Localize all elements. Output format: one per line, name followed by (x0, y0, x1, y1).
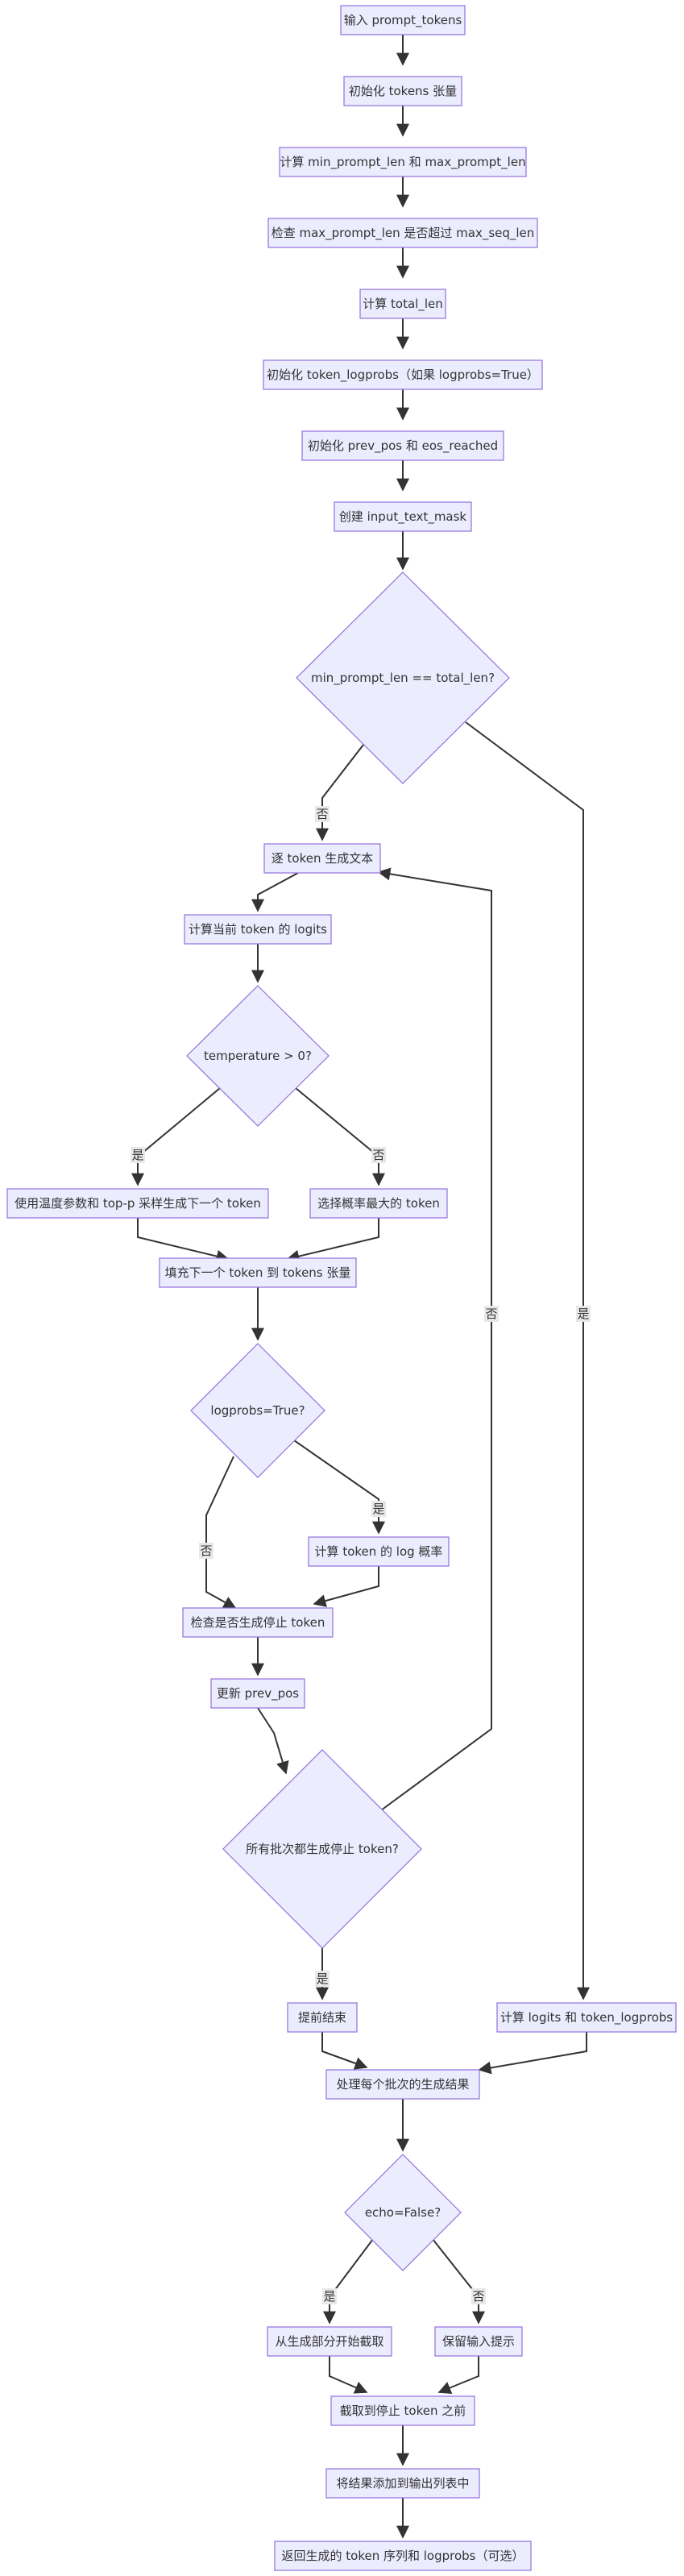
svg-text:初始化 tokens 张量: 初始化 tokens 张量 (349, 84, 457, 98)
edge-update-prev-pos-to-decision-all-stop (257, 1707, 289, 1775)
edge-label-min-no: 否 (315, 806, 330, 822)
svg-text:处理每个批次的生成结果: 处理每个批次的生成结果 (336, 2077, 469, 2092)
edge-label-echo-no: 否 (471, 2288, 486, 2304)
svg-text:初始化 token_logprobs（如果 logprobs: 初始化 token_logprobs（如果 logprobs=True） (267, 368, 539, 383)
edge-decision-logprobs-yes (293, 1440, 385, 1535)
svg-text:所有批次都生成停止 token?: 所有批次都生成停止 token? (246, 1842, 399, 1856)
svg-text:是: 是 (372, 1502, 384, 1516)
edge-slice-from-gen-to-slice-before-stop (329, 2356, 368, 2394)
edge-decision-echo-yes (323, 2238, 374, 2325)
svg-text:逐 token 生成文本: 逐 token 生成文本 (272, 851, 373, 866)
node-gen-token-by-token: 逐 token 生成文本 (263, 843, 381, 874)
svg-text:temperature > 0?: temperature > 0? (204, 1049, 312, 1063)
svg-text:截取到停止 token 之前: 截取到停止 token 之前 (340, 2404, 466, 2418)
svg-text:否: 否 (472, 2289, 484, 2304)
svg-text:选择概率最大的 token: 选择概率最大的 token (317, 1196, 440, 1211)
node-decision-min-eq-total: min_prompt_len == total_len? (296, 571, 510, 784)
svg-text:是: 是 (323, 2289, 335, 2304)
edge-label-temp-no: 否 (371, 1147, 386, 1163)
node-create-mask: 创建 input_text_mask (334, 501, 472, 532)
svg-text:min_prompt_len == total_len?: min_prompt_len == total_len? (311, 671, 495, 686)
edge-label-logprobs-no: 否 (199, 1543, 213, 1559)
svg-text:echo=False?: echo=False? (365, 2205, 441, 2220)
svg-text:计算 total_len: 计算 total_len (363, 297, 442, 312)
svg-text:填充下一个 token 到 tokens 张量: 填充下一个 token 到 tokens 张量 (165, 1265, 351, 1280)
svg-text:计算 min_prompt_len 和 max_prompt: 计算 min_prompt_len 和 max_prompt_len (280, 155, 525, 170)
node-init-tokens: 初始化 tokens 张量 (343, 76, 462, 106)
node-fill-next-token: 填充下一个 token 到 tokens 张量 (159, 1257, 357, 1288)
node-update-prev-pos: 更新 prev_pos (210, 1678, 305, 1709)
node-calc-prompt-len: 计算 min_prompt_len 和 max_prompt_len (279, 147, 527, 177)
svg-text:创建 input_text_mask: 创建 input_text_mask (339, 509, 467, 525)
edge-decision-logprobs-no (205, 1456, 237, 1609)
svg-text:初始化 prev_pos 和 eos_reached: 初始化 prev_pos 和 eos_reached (308, 438, 498, 454)
svg-text:否: 否 (316, 807, 328, 821)
svg-text:返回生成的 token 序列和 logprobs（可选）: 返回生成的 token 序列和 logprobs（可选） (282, 2549, 524, 2563)
edge-decision-all-stop-no-loop (377, 867, 492, 1811)
edge-decision-temp-no (295, 1087, 385, 1186)
edge-decision-echo-no (432, 2238, 485, 2325)
node-decision-echo: echo=False? (344, 2154, 462, 2271)
node-calc-total-len: 计算 total_len (359, 289, 446, 319)
svg-text:否: 否 (200, 1544, 212, 1558)
node-decision-logprobs: logprobs=True? (190, 1343, 325, 1478)
svg-text:是: 是 (316, 1971, 328, 1986)
edge-label-min-yes: 是 (576, 1306, 591, 1322)
node-calc-logits: 计算当前 token 的 logits (184, 914, 332, 945)
node-sample-top-p: 使用温度参数和 top-p 采样生成下一个 token (6, 1188, 269, 1219)
svg-text:计算 token 的 log 概率: 计算 token 的 log 概率 (315, 1544, 443, 1559)
node-calc-logits-logprobs: 计算 logits 和 token_logprobs (496, 2002, 677, 2033)
node-early-end: 提前结束 (287, 2002, 358, 2033)
svg-text:将结果添加到输出列表中: 将结果添加到输出列表中 (336, 2476, 469, 2491)
node-slice-from-gen: 从生成部分开始截取 (267, 2326, 392, 2357)
svg-text:更新 prev_pos: 更新 prev_pos (217, 1686, 299, 1701)
svg-text:是: 是 (577, 1307, 589, 1321)
svg-text:是: 是 (131, 1148, 143, 1162)
svg-text:使用温度参数和 top-p 采样生成下一个 token: 使用温度参数和 top-p 采样生成下一个 token (15, 1196, 261, 1211)
svg-text:计算当前 token 的 logits: 计算当前 token 的 logits (189, 922, 327, 937)
svg-text:保留输入提示: 保留输入提示 (442, 2334, 515, 2349)
node-decision-all-stop: 所有批次都生成停止 token? (222, 1749, 422, 1949)
edge-label-logprobs-yes: 是 (371, 1501, 386, 1517)
node-process-results: 处理每个批次的生成结果 (325, 2069, 480, 2100)
node-return-results: 返回生成的 token 序列和 logprobs（可选） (274, 2541, 532, 2571)
node-init-logprobs: 初始化 token_logprobs（如果 logprobs=True） (263, 359, 543, 390)
edge-label-temp-yes: 是 (131, 1147, 145, 1163)
node-slice-before-stop: 截取到停止 token 之前 (330, 2395, 475, 2426)
svg-text:logprobs=True?: logprobs=True? (210, 1403, 305, 1418)
edge-choose-max-to-fill (286, 1218, 379, 1263)
svg-text:计算 logits 和 token_logprobs: 计算 logits 和 token_logprobs (500, 2010, 673, 2025)
node-check-max-len: 检查 max_prompt_len 是否超过 max_seq_len (267, 218, 538, 248)
svg-text:否: 否 (485, 1307, 497, 1321)
edge-sample-to-fill (137, 1218, 230, 1263)
node-keep-prompt: 保留输入提示 (434, 2326, 523, 2357)
svg-text:提前结束: 提前结束 (298, 2010, 346, 2025)
edge-gen-to-calc-logits (251, 872, 299, 912)
svg-text:从生成部分开始截取: 从生成部分开始截取 (275, 2334, 383, 2349)
edge-label-all-stop-no: 否 (484, 1306, 499, 1322)
node-decision-temperature: temperature > 0? (186, 985, 330, 1127)
edge-early-end-to-process (321, 2032, 368, 2070)
edge-decision-min-no (316, 744, 364, 841)
edge-decision-min-yes (465, 721, 590, 2001)
node-init-prev-pos: 初始化 prev_pos 和 eos_reached (301, 430, 504, 461)
svg-text:输入 prompt_tokens: 输入 prompt_tokens (344, 13, 462, 28)
edge-label-echo-yes: 是 (322, 2288, 337, 2304)
svg-text:检查 max_prompt_len 是否超过 max_seq: 检查 max_prompt_len 是否超过 max_seq_len (272, 226, 535, 241)
svg-text:否: 否 (372, 1148, 384, 1162)
svg-text:检查是否生成停止 token: 检查是否生成停止 token (191, 1615, 325, 1630)
node-append-output: 将结果添加到输出列表中 (325, 2468, 480, 2499)
node-calc-log-prob: 计算 token 的 log 概率 (308, 1536, 450, 1567)
edge-calc-log-prob-to-check-stop (313, 1566, 379, 1607)
edge-label-all-stop-yes: 是 (315, 1971, 330, 1987)
edge-keep-prompt-to-slice-before-stop (437, 2356, 479, 2394)
edge-calc-logits-logprobs-to-process (478, 2032, 587, 2075)
node-check-stop: 检查是否生成停止 token (182, 1607, 334, 1638)
edge-decision-temp-yes (131, 1087, 221, 1186)
node-input-prompt-tokens: 输入 prompt_tokens (340, 5, 466, 35)
node-choose-max: 选择概率最大的 token (309, 1188, 448, 1219)
